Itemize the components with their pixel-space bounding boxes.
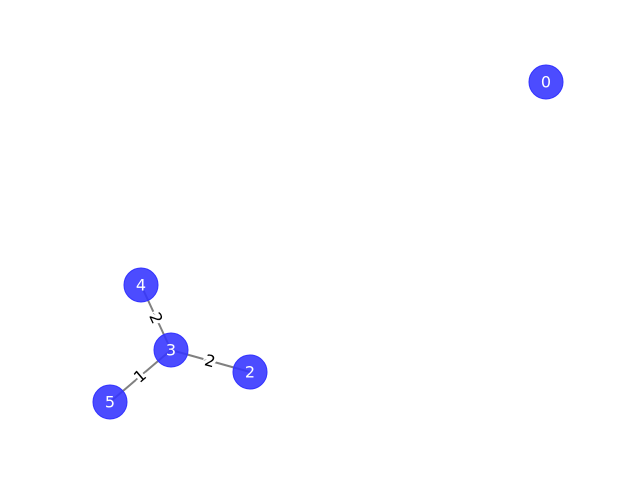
node-5[interactable]: 5 xyxy=(92,384,128,420)
node-3[interactable]: 3 xyxy=(153,332,189,368)
edge-label-3-2: 2 xyxy=(203,350,218,371)
node-2-label: 2 xyxy=(245,363,255,382)
node-4[interactable]: 4 xyxy=(123,267,159,303)
edge-label-3-4: 2 xyxy=(145,309,167,326)
node-3-circle xyxy=(153,332,189,368)
node-2-circle xyxy=(232,354,268,390)
node-0-label: 0 xyxy=(541,73,551,92)
nodes-layer: 0 2 3 4 5 xyxy=(92,64,564,420)
node-4-circle xyxy=(123,267,159,303)
node-0-circle xyxy=(528,64,564,100)
node-3-label: 3 xyxy=(166,341,176,360)
node-0[interactable]: 0 xyxy=(528,64,564,100)
node-5-circle xyxy=(92,384,128,420)
node-5-label: 5 xyxy=(105,393,115,412)
node-4-label: 4 xyxy=(136,276,146,295)
node-2[interactable]: 2 xyxy=(232,354,268,390)
